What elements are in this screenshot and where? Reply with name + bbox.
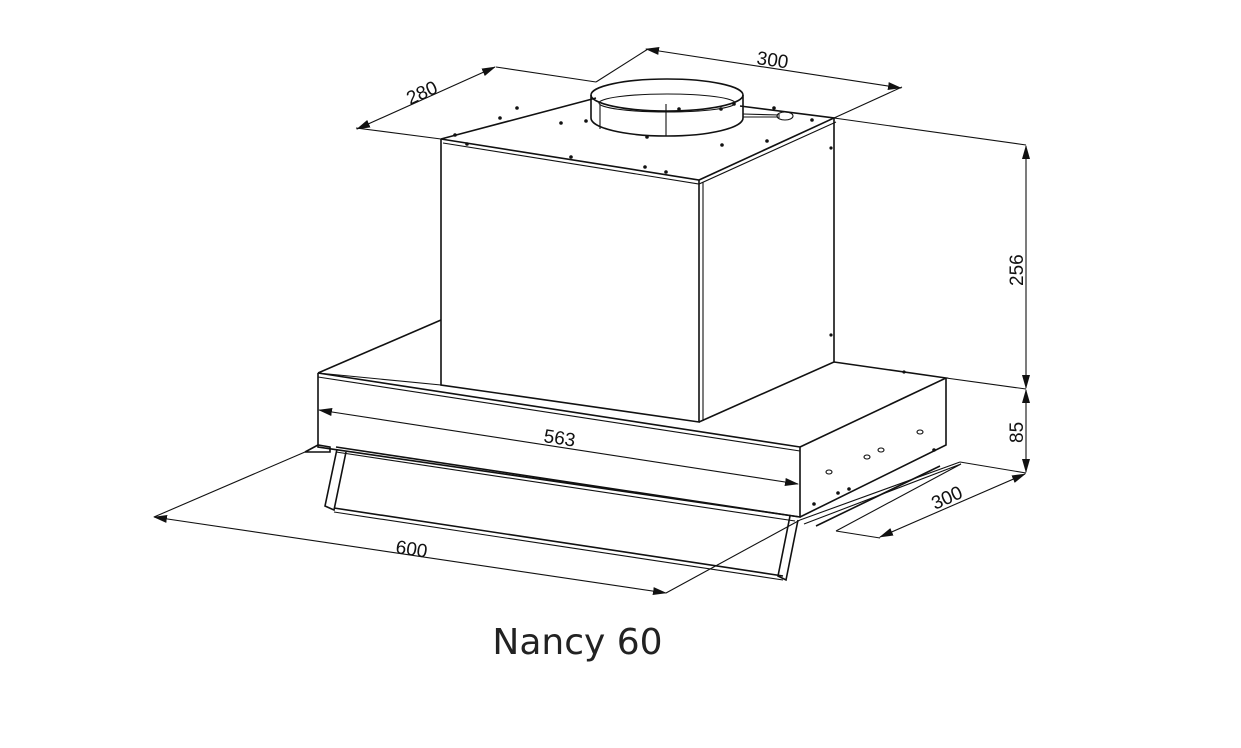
dim-600: 600 xyxy=(153,451,801,596)
dim-label-563: 563 xyxy=(542,426,576,451)
dim-label-300-side: 300 xyxy=(928,482,966,514)
duct-box xyxy=(440,97,837,423)
duct-collar xyxy=(590,78,794,137)
dim-label-600: 600 xyxy=(394,537,428,562)
dim-label-85: 85 xyxy=(1007,422,1028,443)
dim-300-top: 300 xyxy=(595,47,903,119)
dim-300-side: 300 xyxy=(835,473,1026,539)
dim-label-300-top: 300 xyxy=(755,48,789,73)
visor-panel xyxy=(304,444,801,582)
hood-body xyxy=(317,319,962,532)
dim-85: 85 xyxy=(959,389,1030,474)
dim-280: 280 xyxy=(355,66,597,140)
dim-label-256: 256 xyxy=(1007,254,1028,286)
dim-label-280: 280 xyxy=(403,77,441,109)
model-title: Nancy 60 xyxy=(492,622,663,663)
dim-256: 256 xyxy=(833,117,1030,390)
dim-563: 563 xyxy=(318,408,799,486)
